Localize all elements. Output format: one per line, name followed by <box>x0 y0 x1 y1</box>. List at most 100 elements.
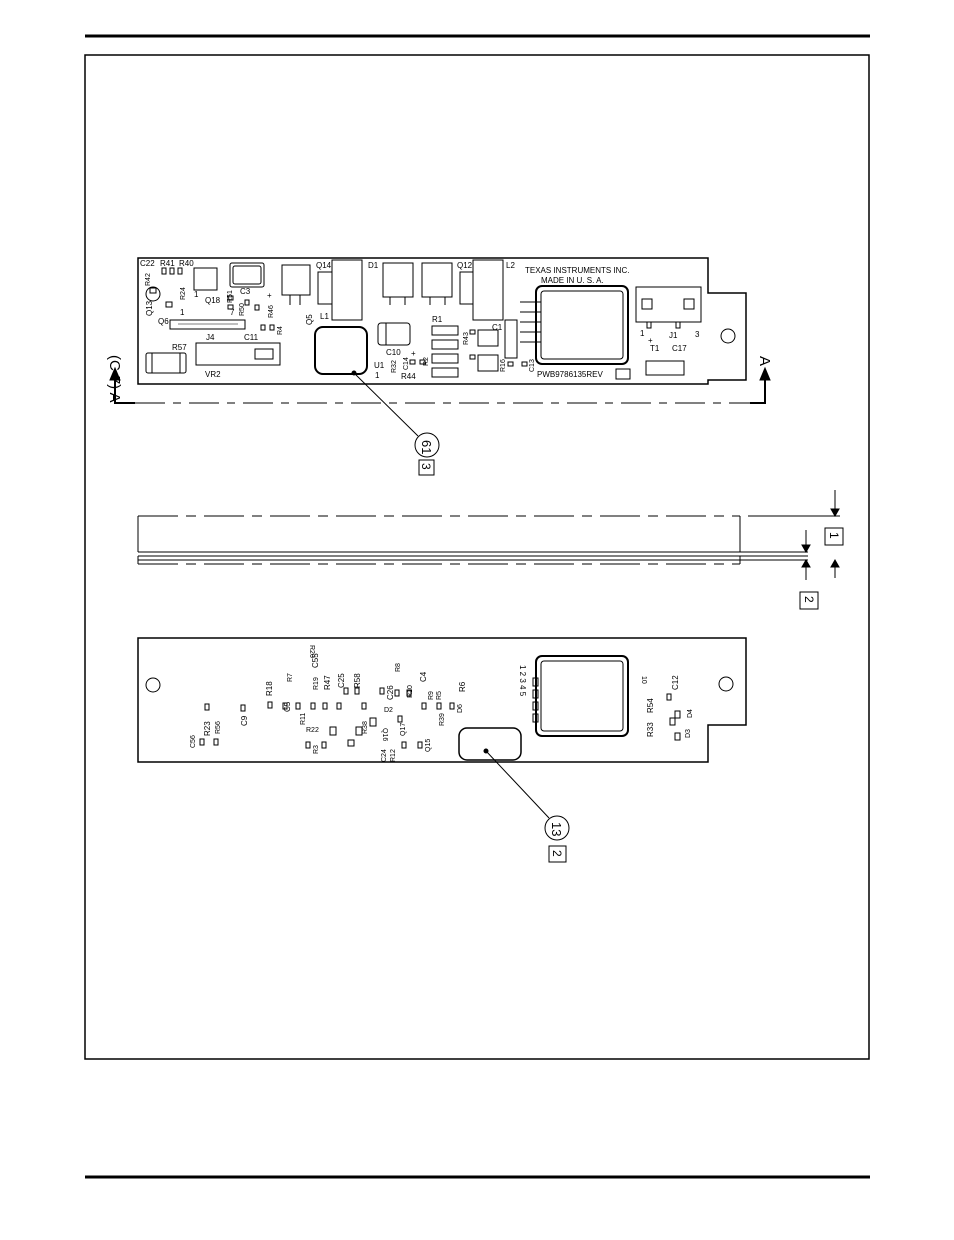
drawing-frame <box>84 54 870 1060</box>
label-c24: C24 <box>381 749 388 762</box>
label-r5: R5 <box>436 691 443 700</box>
label-d4: D4 <box>687 709 694 718</box>
label-q13: Q13 <box>145 300 154 316</box>
label-c12: C12 <box>671 675 680 690</box>
label-r4: R4 <box>277 326 284 335</box>
l2-inductor <box>472 259 504 321</box>
label-r50: R50 <box>239 303 246 316</box>
label-r11: R11 <box>300 713 307 725</box>
label-c14: C14 <box>403 357 410 370</box>
label-c56: C56 <box>190 735 197 748</box>
board-bottom-view <box>137 637 747 763</box>
label-r9: R9 <box>428 691 435 700</box>
label-r47: R47 <box>323 675 332 690</box>
mount-hole-left <box>145 286 161 302</box>
d1-diode <box>382 262 414 298</box>
label-c9: C9 <box>240 715 249 726</box>
label-u1: U1 <box>374 361 385 370</box>
label-r54: R54 <box>646 698 655 713</box>
top-labels: C22 R41 R40 R42 R24 Q13 Q18 R51 R50 R46 … <box>140 259 700 381</box>
label-r56: R56 <box>215 721 222 734</box>
mount-hole-right <box>720 328 736 344</box>
section-label-right: A <box>756 356 773 366</box>
label-c1: C1 <box>492 323 503 332</box>
label-r40: R40 <box>179 259 194 268</box>
label-r38: R38 <box>362 721 369 734</box>
label-c4: C4 <box>419 671 428 682</box>
label-r2: R2 <box>423 357 430 366</box>
pin1-q18: 1 <box>194 290 199 299</box>
label-r16: R16 <box>500 359 507 372</box>
pin7-j4: 7 <box>230 308 235 317</box>
label-c11: C11 <box>244 333 259 342</box>
label-t1: T1 <box>650 344 660 353</box>
transformer-pin-labels: 1 2 3 4 5 <box>518 665 527 697</box>
label-c10: C10 <box>386 348 401 357</box>
u1-package <box>314 326 368 375</box>
plus-c14: + <box>411 349 416 358</box>
label-c3: C3 <box>240 287 251 296</box>
label-c5: C5 <box>283 701 292 712</box>
label-r22: R22 <box>306 727 319 734</box>
callout-61-ref: 3 <box>419 463 433 470</box>
label-r24: R24 <box>180 287 187 300</box>
label-r18: R18 <box>265 681 274 696</box>
label-r3: R3 <box>313 745 320 754</box>
silkscreen-maker: TEXAS INSTRUMENTS INC. <box>525 266 629 275</box>
callout-13-ref: 2 <box>550 850 564 857</box>
j4-connector <box>169 319 246 330</box>
label-r41: R41 <box>160 259 175 268</box>
label-q17: Q17 <box>400 723 407 736</box>
label-d6: D6 <box>457 704 464 713</box>
callout-61 <box>351 370 440 476</box>
label-r32: R32 <box>391 360 398 373</box>
pin10-label: 10 <box>640 676 647 684</box>
label-r33: R33 <box>646 722 655 737</box>
pin1-j1: 1 <box>640 329 645 338</box>
label-l2: L2 <box>506 261 515 270</box>
plus-t1: + <box>648 336 653 345</box>
label-r57: R57 <box>172 343 187 352</box>
t1-transformer <box>535 285 629 365</box>
label-r58: R58 <box>353 673 362 688</box>
label-r44: R44 <box>401 372 416 381</box>
label-r8: R8 <box>395 663 402 672</box>
l1-inductor <box>331 259 363 321</box>
label-r20: R20 <box>308 645 315 658</box>
label-q16: Q16 <box>381 728 388 741</box>
label-r1: R1 <box>432 315 443 324</box>
mount-hole-bottom-right <box>718 676 734 692</box>
section-line <box>109 366 771 404</box>
label-l1: L1 <box>320 312 329 321</box>
bottom-labels: R20 C55 R7 R19 R47 C25 R58 R8 C4 R18 C26… <box>190 645 694 762</box>
silkscreen-origin: MADE IN U. S. A. <box>541 276 604 285</box>
t1-footprint <box>535 655 629 737</box>
label-r42: R42 <box>145 273 152 286</box>
section-ref-left: (C-7) A <box>106 355 123 403</box>
label-r6: R6 <box>458 681 467 692</box>
label-c17: C17 <box>672 344 687 353</box>
label-r12: R12 <box>390 749 397 762</box>
label-r19: R19 <box>313 677 320 690</box>
r57-resistor <box>145 352 187 374</box>
label-c55: C55 <box>311 653 320 668</box>
label-vr2: VR2 <box>205 370 221 379</box>
callout-61-number: 61 <box>419 440 434 454</box>
dim-ref-2: 2 <box>802 596 816 603</box>
label-d1: D1 <box>368 261 379 270</box>
callout-13-number: 13 <box>549 822 564 836</box>
label-r10: R10 <box>407 685 414 698</box>
board-top-view <box>137 257 747 385</box>
label-r51: R51 <box>227 290 234 303</box>
board-bottom-outline <box>137 637 747 763</box>
board-top-outline <box>137 257 747 385</box>
label-q5: Q5 <box>305 314 314 325</box>
label-r46: R46 <box>268 305 275 318</box>
q5-transistor <box>281 264 311 296</box>
q18-package <box>193 267 218 291</box>
u1-footprint <box>458 727 522 761</box>
label-q12: Q12 <box>457 261 473 270</box>
vr2-pot <box>195 342 281 366</box>
label-c25: C25 <box>337 673 346 688</box>
